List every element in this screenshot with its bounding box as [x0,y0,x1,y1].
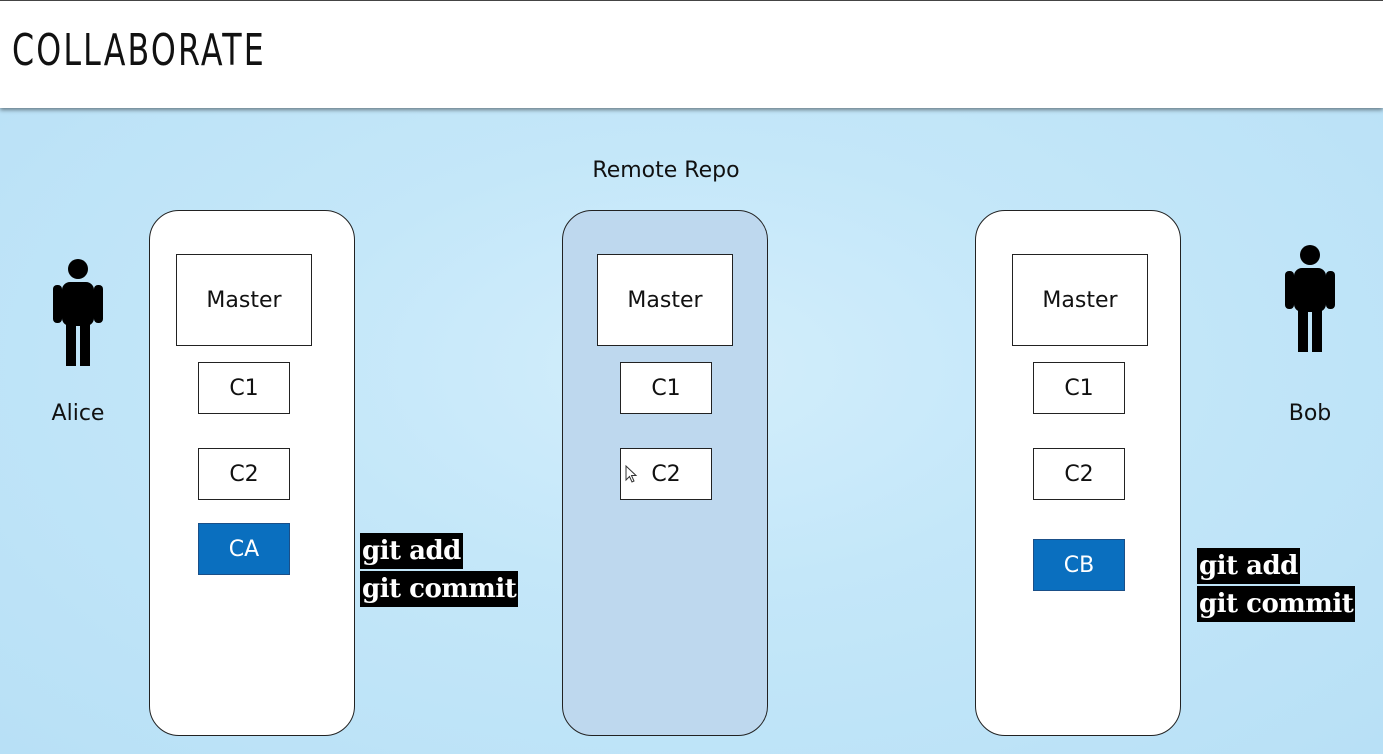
git-commit-command: git commit [360,571,519,607]
remote-master-branch: Master [597,254,733,346]
git-commit-command: git commit [1197,586,1356,622]
remote-commit-c2: C2 [620,448,712,500]
remote-repo-label: Remote Repo [592,158,740,183]
bob-commands: git add git commit [1197,548,1356,624]
bob-label: Bob [1288,401,1332,426]
bob-commit-c1: C1 [1033,362,1125,414]
alice-commands: git add git commit [360,533,519,609]
alice-commit-ca: CA [198,523,290,575]
person-icon [1285,245,1335,352]
bob-master-branch: Master [1012,254,1148,346]
bob-commit-cb: CB [1033,539,1125,591]
remote-commit-c1: C1 [620,362,712,414]
alice-label: Alice [51,401,105,426]
mouse-cursor-icon [625,465,638,483]
person-icon [53,259,103,366]
git-add-command: git add [360,533,463,569]
slide-title: COLLABORATE [12,25,266,76]
git-add-command: git add [1197,548,1300,584]
alice-commit-c2: C2 [198,448,290,500]
bob-commit-c2: C2 [1033,448,1125,500]
alice-master-branch: Master [176,254,312,346]
alice-commit-c1: C1 [198,362,290,414]
slide-header: COLLABORATE [0,0,1383,108]
